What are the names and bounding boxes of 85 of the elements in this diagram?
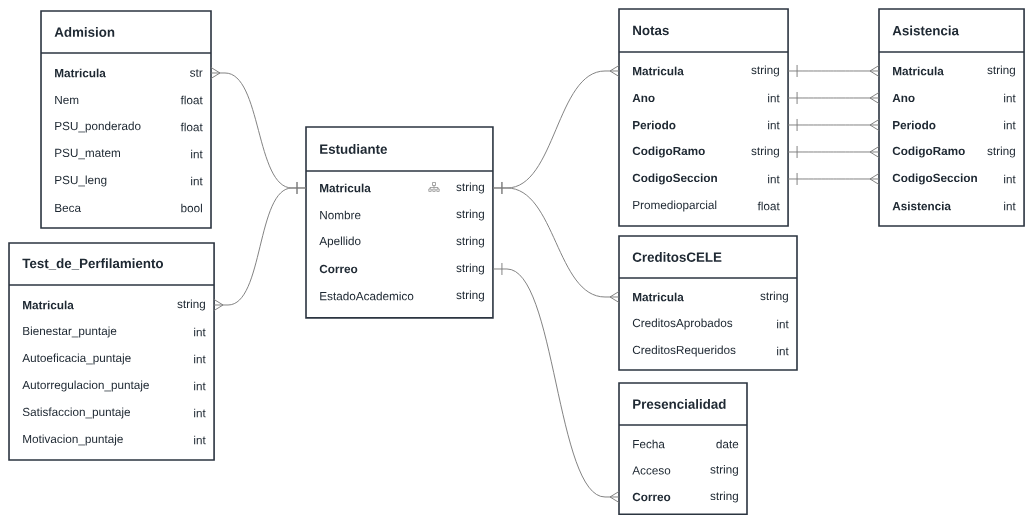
field-type: int (194, 408, 206, 418)
field-name: Correo (632, 492, 671, 502)
field-name: PSU_ponderado (55, 121, 141, 133)
field-name: CreditosAprobados (632, 318, 733, 330)
field-type: string (710, 491, 738, 503)
relationship-line (787, 145, 880, 159)
field-name: Ano (892, 93, 915, 103)
field-name: Matricula (633, 66, 684, 76)
field-type: int (768, 93, 780, 103)
field-name: CreditosRequeridos (632, 345, 736, 357)
field-name: PSU_leng (55, 175, 107, 187)
relationship-line (787, 172, 880, 186)
field-type: int (1004, 93, 1016, 103)
field-type: float (757, 201, 780, 211)
relationship-line (213, 181, 307, 311)
field-name: CodigoRamo (632, 146, 705, 158)
field-name: Periodo (633, 120, 676, 130)
field-name: Asistencia (892, 201, 952, 211)
field-name: Nombre (320, 210, 361, 220)
field-name: Ano (632, 93, 655, 103)
field-name: Periodo (893, 120, 936, 130)
table-title: Asistencia (892, 25, 960, 36)
field-name: Autorregulacion_puntaje (22, 380, 149, 392)
field-type: string (751, 65, 779, 77)
relationship-line (492, 181, 620, 303)
field-name: Autoeficacia_puntaje (22, 353, 131, 365)
field-name: Correo (319, 264, 358, 274)
field-name: Matricula (320, 183, 371, 193)
field-type: int (194, 381, 206, 391)
field-type: int (777, 346, 789, 356)
field-type: string (456, 290, 484, 302)
field-name: Beca (55, 203, 81, 213)
field-name: Satisfaccion_puntaje (22, 407, 130, 419)
field-type: int (1004, 120, 1016, 130)
field-name: Matricula (893, 66, 944, 76)
field-type: int (1004, 174, 1016, 184)
table-title: Estudiante (320, 144, 387, 154)
field-type: string (751, 146, 779, 158)
table-title: Presencialidad (633, 399, 726, 409)
field-name: Motivacion_puntaje (23, 434, 123, 446)
field-name: Matricula (633, 292, 684, 302)
field-name: CodigoSeccion (632, 173, 717, 185)
field-type: int (768, 120, 780, 130)
table-title: Test_de_Perfilamiento (22, 258, 164, 270)
table-title: CreditosCELE (632, 252, 722, 262)
field-type: str (190, 69, 203, 77)
relationship-line (492, 262, 620, 503)
field-name: Promedioparcial (633, 200, 717, 212)
field-name: Fecha (633, 439, 665, 449)
field-type: int (768, 174, 780, 184)
field-type: string (456, 209, 484, 221)
field-type: string (456, 182, 484, 194)
field-name: Bienestar_puntaje (23, 326, 117, 338)
field-name: Matricula (55, 68, 106, 78)
field-name: PSU_matem (55, 148, 120, 160)
field-type: date (716, 439, 739, 449)
field-type: string (987, 146, 1015, 158)
field-type: int (191, 176, 203, 186)
field-name: Apellido (319, 236, 361, 248)
field-type: string (760, 291, 788, 303)
field-name: CodigoSeccion (892, 173, 977, 185)
field-type: string (456, 236, 484, 248)
table-title: Notas (633, 25, 669, 36)
field-type: float (180, 95, 203, 105)
field-name: CodigoRamo (892, 146, 965, 158)
relationship-line (787, 91, 880, 105)
field-type: int (777, 319, 789, 329)
field-type: string (710, 465, 738, 476)
field-name: EstadoAcademico (320, 291, 414, 301)
relationship-line (787, 64, 880, 78)
field-type: int (1004, 201, 1016, 211)
field-type: int (194, 435, 206, 445)
field-type: int (191, 149, 203, 159)
field-name: Nem (55, 95, 79, 105)
table-title: Admision (54, 27, 115, 37)
field-type: string (177, 299, 205, 311)
field-name: Matricula (23, 300, 74, 310)
field-type: float (180, 122, 203, 132)
field-type: string (987, 65, 1015, 77)
field-name: Acceso (632, 466, 671, 475)
field-type: int (194, 354, 206, 364)
field-type: bool (181, 203, 202, 213)
field-type: int (194, 327, 206, 337)
relationship-line (787, 118, 880, 132)
field-type: string (456, 263, 484, 275)
